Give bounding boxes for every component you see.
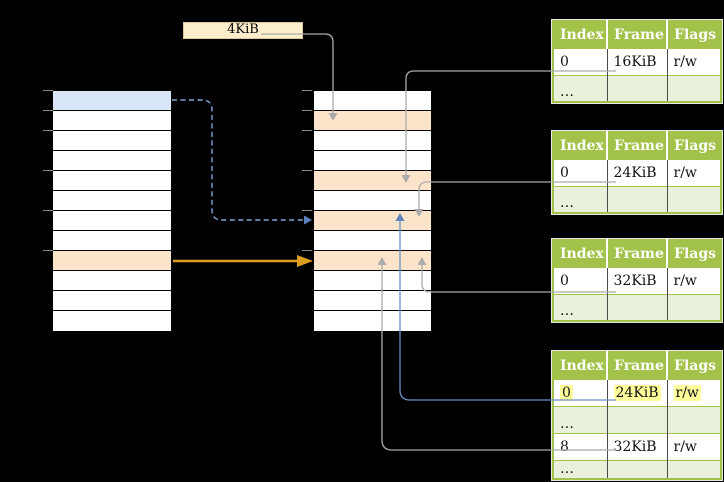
table-cell: 24KiB	[606, 158, 667, 186]
table-cell	[666, 293, 721, 321]
table-cell: r/w	[666, 378, 721, 406]
arrow-virtual-page-dashed	[172, 99, 312, 225]
physical-memory-column	[313, 90, 432, 332]
column-header: Flags	[666, 132, 721, 159]
table-cell: 32KiB	[606, 266, 667, 294]
column-header: Flags	[666, 352, 721, 379]
arrow-virtual-page-orange	[173, 255, 313, 267]
memory-cell-white	[53, 211, 171, 231]
page-size-label: 4KiB	[183, 22, 303, 39]
memory-cell-peach	[314, 251, 431, 271]
table-cell	[606, 185, 667, 213]
memory-cell-white	[53, 311, 171, 331]
table-cell: …	[553, 293, 607, 321]
memory-cell-white	[53, 191, 171, 211]
table-cell	[606, 293, 667, 321]
memory-cell-peach	[314, 171, 431, 191]
memory-cell-peach	[314, 211, 431, 231]
table-cell: …	[553, 459, 607, 479]
table-cell	[666, 459, 721, 479]
memory-cell-white	[53, 131, 171, 151]
memory-cell-white	[314, 271, 431, 291]
table-cell	[606, 74, 667, 102]
table-row: …	[553, 293, 721, 321]
column-header: Index	[553, 21, 607, 48]
column-header: Frame	[606, 132, 667, 159]
memory-cell-white	[53, 271, 171, 291]
column-header: Frame	[606, 21, 667, 48]
table-row: …	[553, 405, 721, 433]
table-cell: 0	[553, 158, 607, 186]
memory-cell-white	[53, 171, 171, 191]
table-cell: 0	[553, 47, 607, 75]
memory-cell-white	[53, 231, 171, 251]
table-cell: 16KiB	[606, 47, 667, 75]
column-header: Frame	[606, 240, 667, 267]
memory-cell-white	[53, 291, 171, 311]
table-cell: r/w	[666, 47, 721, 75]
table-row: 0 24KiB r/w	[553, 378, 721, 406]
memory-cell-white	[314, 151, 431, 171]
column-header: Index	[553, 132, 607, 159]
memory-cell-white	[53, 111, 171, 131]
highlighted-value: 0	[560, 384, 573, 401]
memory-cell-white	[53, 151, 171, 171]
table-cell: …	[553, 74, 607, 102]
table-cell	[666, 74, 721, 102]
column-header: Frame	[606, 352, 667, 379]
memory-cell-white	[314, 291, 431, 311]
column-header: Index	[553, 352, 607, 379]
column-header: Index	[553, 240, 607, 267]
memory-cell-white	[314, 131, 431, 151]
table-cell: r/w	[666, 432, 721, 460]
table-cell: 32KiB	[606, 432, 667, 460]
column-header: Flags	[666, 240, 721, 267]
memory-cell-white	[314, 191, 431, 211]
table-cell: 8	[553, 432, 607, 460]
table-cell: r/w	[666, 266, 721, 294]
table-cell: 24KiB	[606, 378, 667, 406]
table-cell	[666, 405, 721, 433]
table-cell: r/w	[666, 158, 721, 186]
table-cell: …	[553, 405, 607, 433]
highlighted-value: r/w	[673, 384, 701, 401]
memory-cell-peach	[53, 251, 171, 271]
table-cell	[666, 185, 721, 213]
table-cell: 0	[553, 378, 607, 406]
table-cell	[606, 459, 667, 479]
table-row: …	[553, 185, 721, 213]
memory-cell-white	[314, 311, 431, 331]
memory-cell-white	[314, 231, 431, 251]
table-row: …	[553, 74, 721, 102]
table-row: …	[553, 459, 721, 479]
column-header: Flags	[666, 21, 721, 48]
table-cell	[606, 405, 667, 433]
virtual-memory-column	[52, 90, 172, 332]
highlighted-value: 24KiB	[613, 384, 661, 401]
memory-cell-peach	[314, 111, 431, 131]
table-cell: 0	[553, 266, 607, 294]
table-cell: …	[553, 185, 607, 213]
memory-cell-white	[314, 91, 431, 111]
memory-cell-blue	[53, 91, 171, 111]
